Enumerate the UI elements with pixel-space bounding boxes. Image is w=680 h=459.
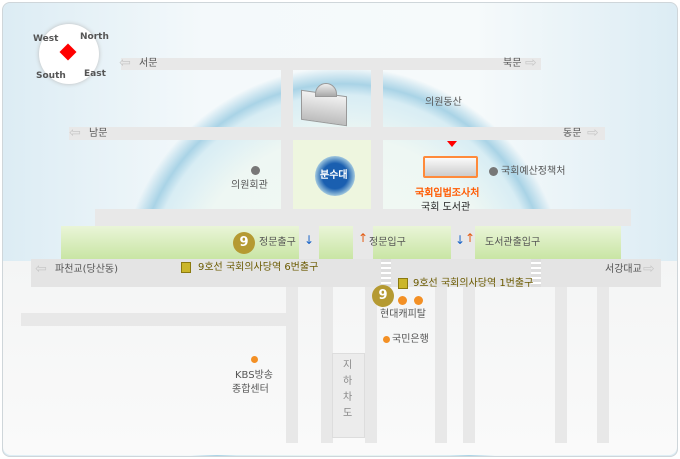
- arrow-down-icon: ↓: [455, 233, 466, 247]
- kbs-label-1: KBS방송: [235, 370, 273, 381]
- crosswalk: [531, 259, 541, 287]
- underpass-char: 하: [343, 376, 353, 387]
- research-service-label: 국회입법조사처: [415, 188, 480, 199]
- kbs-label-2: 종합센터: [232, 384, 269, 395]
- members-hall-label: 의원회관: [231, 180, 268, 191]
- arrow-right-icon: ⇨: [587, 125, 599, 141]
- lane: [463, 287, 475, 443]
- main-entry-label: 정문입구: [369, 237, 406, 248]
- road-north: [121, 58, 541, 70]
- compass-north: North: [80, 32, 109, 42]
- compass-south: South: [36, 71, 66, 81]
- arrow-up-icon: ↑: [358, 231, 369, 245]
- road-inner: [95, 209, 631, 226]
- arrow-down-icon: ↓: [304, 233, 315, 247]
- side-road: [21, 313, 291, 326]
- north-gate: 북문: [503, 58, 522, 69]
- gate-lane: [353, 226, 373, 259]
- subway-icon: [398, 278, 408, 289]
- gate-lane: [451, 226, 475, 259]
- hyundai-label: 현대캐피탈: [380, 309, 426, 320]
- arrow-right-icon: ⇨: [643, 261, 655, 277]
- lane: [435, 287, 447, 443]
- underpass-char: 차: [343, 392, 353, 403]
- lane: [597, 287, 609, 443]
- underpass-char: 도: [343, 408, 353, 419]
- marker-dot: [414, 296, 423, 305]
- road-vertical: [281, 70, 293, 210]
- main-road: [31, 259, 661, 287]
- hill-label: 의원동산: [425, 97, 462, 108]
- library-label: 국회 도서관: [421, 202, 471, 213]
- location-pin-icon: [447, 141, 457, 147]
- south-gate: 남문: [89, 128, 108, 139]
- crosswalk: [381, 259, 391, 287]
- east-direction: 서강대교: [605, 264, 642, 275]
- line9-badge: 9: [372, 285, 394, 307]
- library-building-icon: [423, 156, 478, 178]
- compass-east: East: [84, 69, 106, 79]
- arrow-up-icon: ↑: [465, 231, 476, 245]
- arrow-left-icon: ⇦: [35, 261, 47, 277]
- road-south-gate: [69, 127, 605, 140]
- lane: [555, 287, 567, 443]
- line9-badge: 9: [233, 232, 255, 254]
- marker-dot: [251, 166, 260, 175]
- budget-office-label: 국회예산정책처: [501, 166, 566, 177]
- arrow-left-icon: ⇦: [119, 55, 131, 71]
- fountain-label: 분수대: [320, 170, 348, 181]
- subway-icon: [181, 262, 191, 273]
- gate-lane: [299, 226, 319, 259]
- arrow-right-icon: ⇨: [525, 55, 537, 71]
- marker-dot: [489, 167, 498, 176]
- marker-dot: [251, 356, 258, 363]
- lane: [321, 287, 333, 443]
- west-gate: 서문: [139, 58, 158, 69]
- west-direction: 파천교(당산동): [55, 264, 119, 275]
- green-band: [61, 226, 621, 259]
- exit6-label: 9호선 국회의사당역 6번출구: [198, 262, 319, 273]
- marker-dot: [383, 336, 390, 343]
- east-gate: 동문: [563, 128, 582, 139]
- arrow-left-icon: ⇦: [69, 125, 81, 141]
- exit1-label: 9호선 국회의사당역 1번출구: [413, 278, 534, 289]
- lane: [286, 287, 298, 443]
- main-exit-label: 정문출구: [259, 237, 296, 248]
- lane: [365, 287, 377, 443]
- compass-west: West: [33, 34, 59, 44]
- kookmin-label: 국민은행: [392, 334, 429, 345]
- road-vertical: [371, 70, 383, 210]
- assembly-dome-icon: [315, 83, 337, 97]
- fountain-marker: [315, 156, 355, 196]
- marker-dot: [398, 296, 407, 305]
- library-entry-label: 도서관출입구: [485, 237, 541, 248]
- underpass-char: 지: [343, 360, 353, 371]
- underpass: [332, 353, 365, 438]
